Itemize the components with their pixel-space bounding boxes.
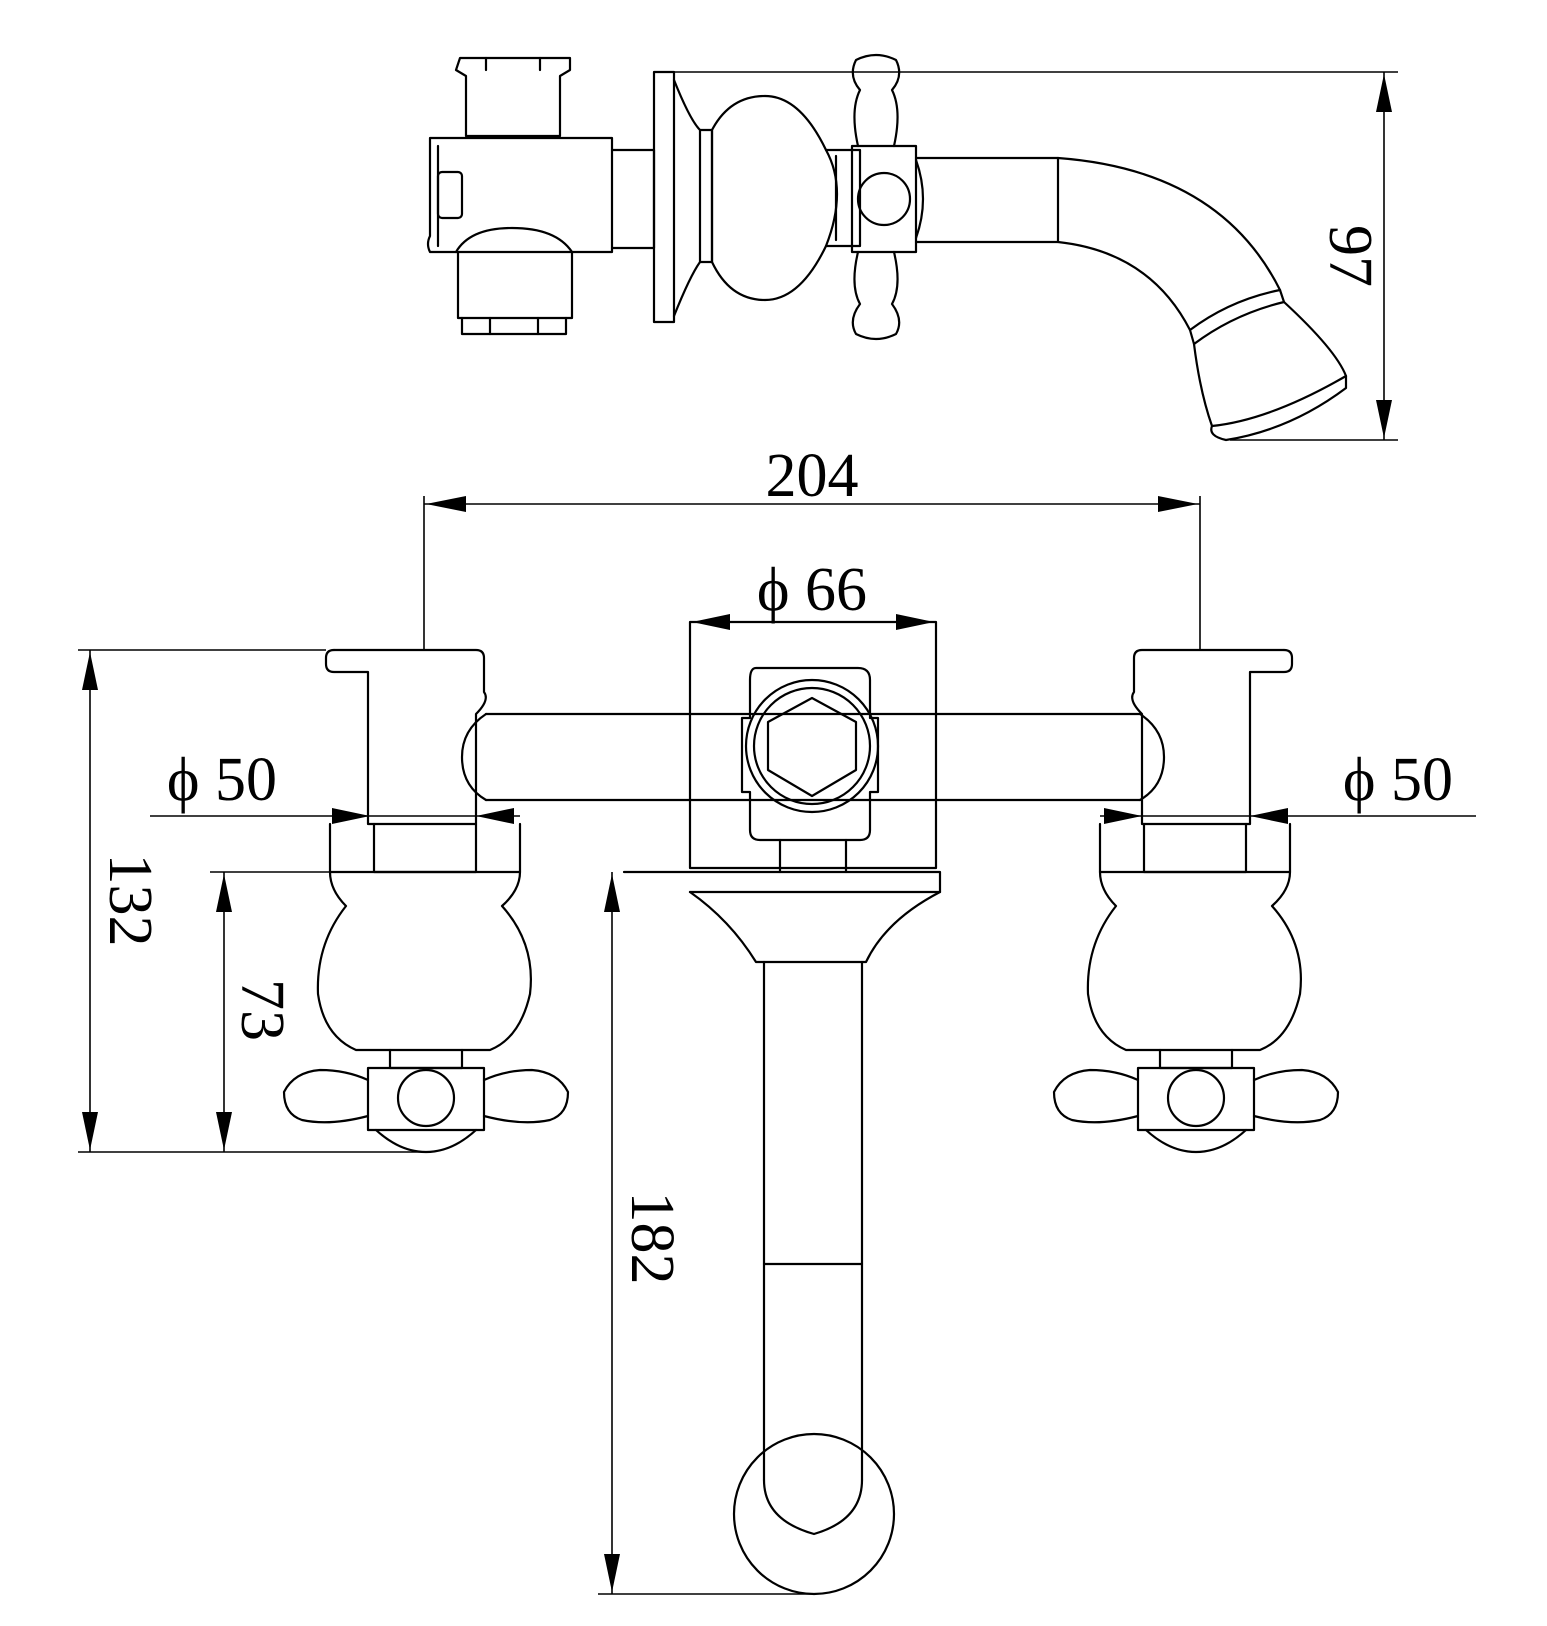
dimension-left-phi50: ϕ 50 [150,746,520,824]
dimension-97-label: 97 [1316,225,1384,287]
dimension-132-label: 132 [96,854,164,947]
side-valve-body [426,56,656,336]
front-left-valve [282,648,570,1154]
dimension-73: 73 [210,871,330,1152]
dimension-right-phi50: ϕ 50 [1100,746,1476,824]
front-right-valve [1052,648,1340,1154]
front-crossbar [460,712,1166,802]
dimension-right-phi50-label: ϕ 50 [1343,746,1453,814]
dimension-182-label: 182 [618,1192,686,1285]
front-spout [688,890,942,1596]
side-wall-plate [652,70,714,324]
dimension-left-phi50-label: ϕ 50 [167,746,277,814]
side-spout [914,156,1348,442]
side-handle-bulb [710,94,862,302]
dimension-204-label: 204 [766,442,859,510]
dimension-phi66: ϕ 66 [690,556,936,630]
dimension-204: 204 [423,442,1201,650]
front-center-body [622,620,942,894]
dimension-97: 97 [674,71,1398,441]
dimension-73-label: 73 [228,979,296,1041]
dimension-phi66-label: ϕ 66 [757,556,867,624]
dimension-182: 182 [598,872,814,1595]
dimension-132: 132 [78,649,426,1153]
side-view [426,53,1348,442]
side-cross-handle [850,53,925,341]
